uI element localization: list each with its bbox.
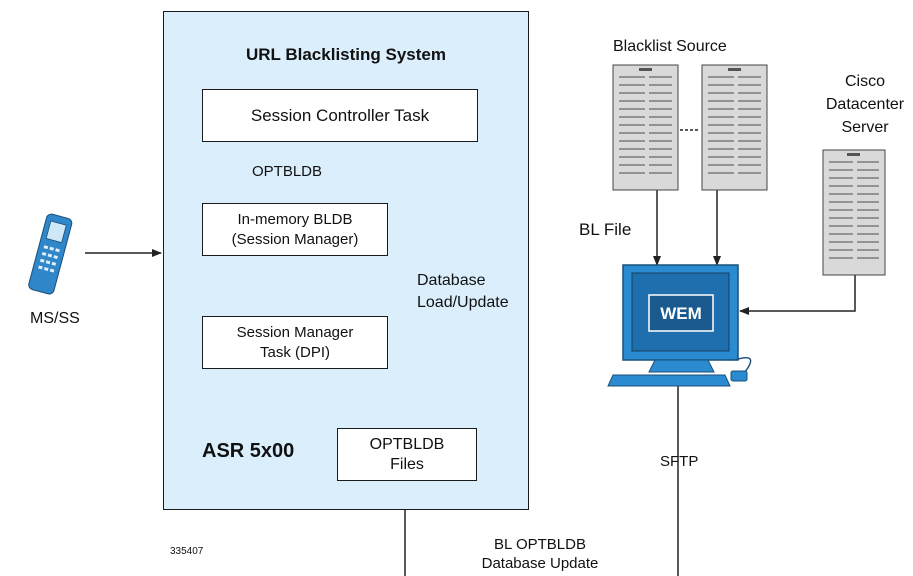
server-rack-icon	[612, 64, 679, 191]
mobile-phone-icon	[28, 213, 73, 295]
workstation-icon: WEM	[607, 264, 752, 387]
sftp-label: SFTP	[660, 453, 699, 470]
files-line1: OPTBLDB	[369, 435, 445, 453]
blacklist-source-label: Blacklist Source	[613, 38, 727, 55]
bl-optbldb-update-label: BL OPTBLDB Database Update	[465, 535, 615, 573]
smt-line1: Session Manager	[236, 323, 354, 341]
bl-update-line2: Database Update	[481, 555, 599, 572]
session-manager-task: Session Manager Task (DPI)	[202, 316, 388, 369]
cisco-line2: Datacenter	[825, 96, 905, 113]
database-load-label: Database Load/Update	[417, 270, 509, 314]
bl-update-line1: BL OPTBLDB	[494, 536, 586, 553]
bldb-line1: In-memory BLDB	[237, 210, 353, 228]
bl-file-label: BL File	[579, 220, 632, 239]
cisco-to-wem-arrow	[739, 275, 856, 315]
db-load-line1: Database	[417, 272, 486, 289]
figure-id: 335407	[170, 546, 204, 557]
session-controller-task: Session Controller Task	[202, 89, 478, 142]
optbldb-label: OPTBLDB	[252, 163, 323, 180]
server-rack-icon	[701, 64, 768, 191]
system-title: URL Blacklisting System	[246, 45, 446, 64]
cisco-line3: Server	[841, 119, 889, 136]
db-load-line2: Load/Update	[417, 294, 509, 311]
cisco-line1: Cisco	[844, 73, 885, 90]
wem-label: WEM	[660, 304, 702, 323]
optbldb-files: OPTBLDB Files	[337, 428, 477, 481]
in-memory-bldb: In-memory BLDB (Session Manager)	[202, 203, 388, 256]
smt-line2: Task (DPI)	[259, 343, 330, 361]
session-controller-label: Session Controller Task	[250, 105, 430, 125]
server-rack-icon	[822, 149, 886, 276]
platform-label: ASR 5x00	[202, 440, 295, 462]
ms-ss-label: MS/SS	[30, 310, 80, 327]
bldb-line2: (Session Manager)	[231, 230, 359, 248]
files-line2: Files	[390, 455, 424, 473]
cisco-datacenter-label: Cisco Datacenter Server	[820, 70, 910, 139]
